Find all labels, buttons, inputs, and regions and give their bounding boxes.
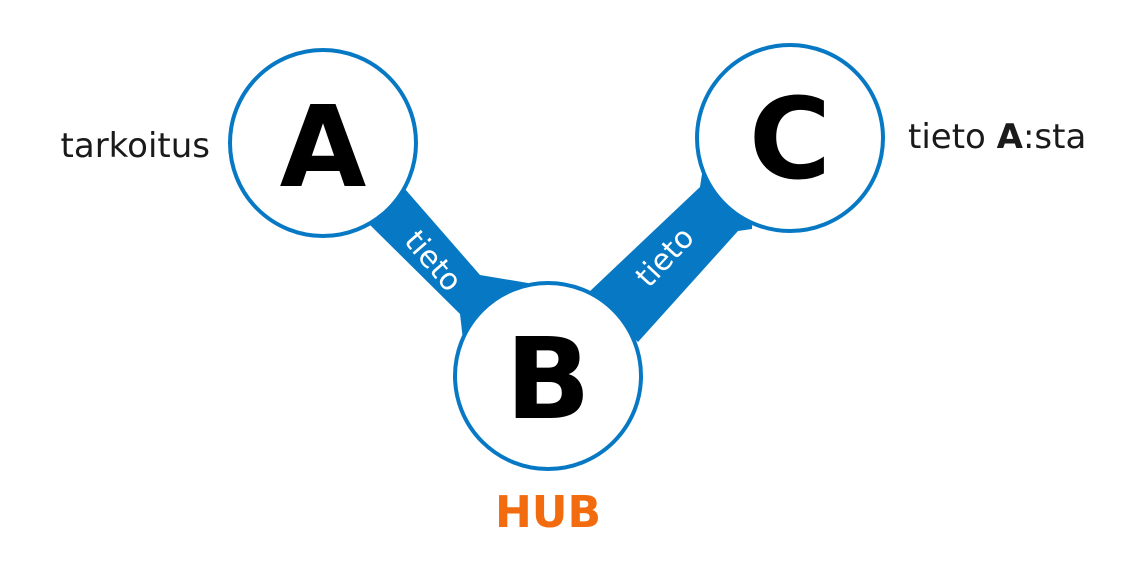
node-c-circle [695,43,885,233]
node-b-circle [453,281,643,471]
node-a-circle [228,48,418,238]
node-b-letter: B [505,315,590,445]
node-c-side-label-suffix: :sta [1023,117,1086,157]
node-c-side-label-bold: A [997,117,1024,157]
node-c-side-label-prefix: tieto [908,117,997,157]
hub-caption: HUB [495,487,601,538]
arrow-b-to-c-body [588,174,754,342]
node-a: A [228,48,418,238]
node-c: C [695,43,885,233]
arrow-a-to-b-body [367,181,528,340]
node-a-side-label: tarkoitus [61,126,210,166]
node-a-letter: A [280,83,367,213]
node-b: B [453,281,643,471]
node-c-side-label: tieto A:sta [908,117,1086,157]
node-c-letter: C [749,75,831,205]
